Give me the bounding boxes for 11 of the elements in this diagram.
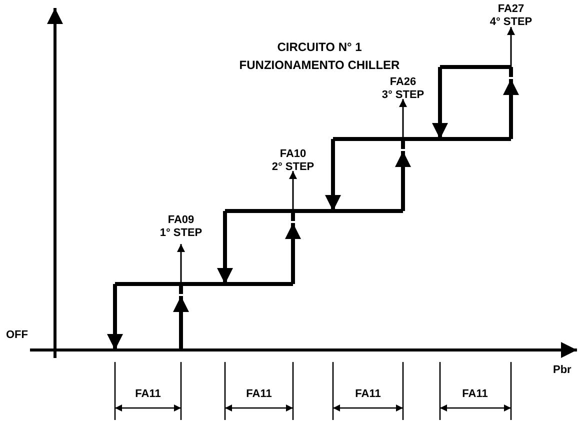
chart-title: CIRCUITO N° 1 FUNZIONAMENTO CHILLER bbox=[238, 39, 401, 74]
step-label: FA09 1° STEP bbox=[158, 214, 204, 240]
axis-label: Pbr bbox=[553, 364, 572, 377]
step-label: FA26 3° STEP bbox=[380, 76, 426, 102]
axis-label: OFF bbox=[6, 329, 28, 342]
step-label: FA27 4° STEP bbox=[488, 3, 534, 29]
dimension-label: FA11 bbox=[461, 388, 489, 401]
step-label: FA10 2° STEP bbox=[270, 148, 316, 174]
dimension-label: FA11 bbox=[134, 388, 162, 401]
dimension-label: FA11 bbox=[354, 388, 382, 401]
dimension-label: FA11 bbox=[245, 388, 273, 401]
